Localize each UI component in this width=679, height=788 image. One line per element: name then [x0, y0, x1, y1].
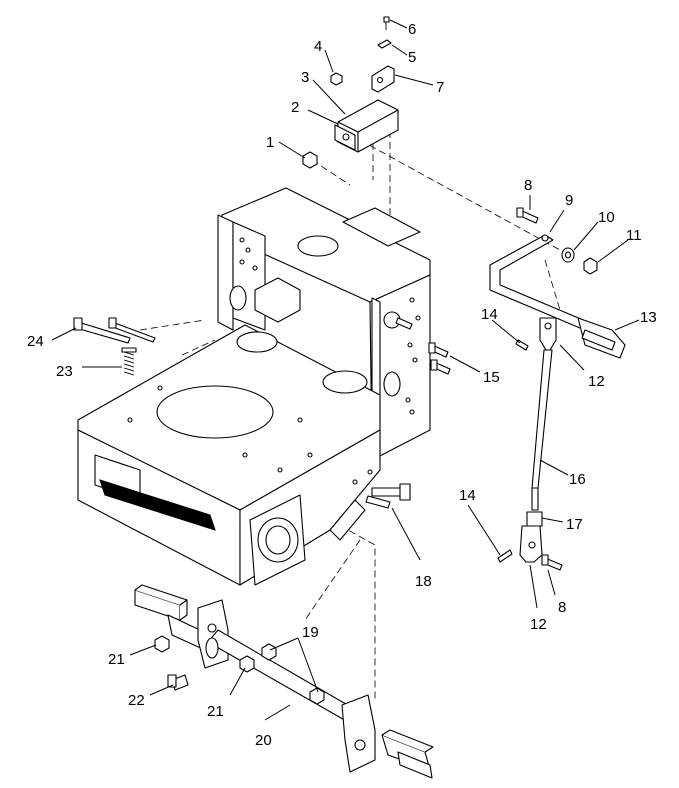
callout-7: 7	[436, 79, 444, 96]
callout-17: 17	[566, 516, 583, 533]
callout-15: 15	[483, 369, 500, 386]
nut-parts	[302, 72, 343, 169]
callout-14a: 14	[481, 306, 498, 323]
leader-lines	[51, 19, 640, 721]
fastener-parts	[73, 317, 451, 509]
linkage-rod-assembly	[497, 317, 563, 571]
callout-21a: 21	[108, 651, 125, 668]
callout-16: 16	[569, 471, 586, 488]
callout-5: 5	[408, 49, 416, 66]
callout-9: 9	[565, 192, 573, 209]
callout-4: 4	[314, 38, 322, 55]
callout-3: 3	[301, 69, 309, 86]
pedal-lever	[489, 207, 626, 359]
callout-18: 18	[415, 573, 432, 590]
frame-holes	[127, 237, 421, 473]
callout-labels: 1 2 3 4 5 6 7 8 9 10 11 13 14 12 15 16 1…	[27, 21, 657, 749]
callout-8b: 8	[558, 599, 566, 616]
callout-6: 6	[408, 21, 416, 38]
callout-2: 2	[291, 99, 299, 116]
callout-23: 23	[56, 363, 73, 380]
callout-1: 1	[266, 134, 274, 151]
callout-13: 13	[640, 309, 657, 326]
callout-14b: 14	[459, 487, 476, 504]
cross-shaft-assembly	[134, 584, 434, 779]
callout-11: 11	[626, 227, 642, 244]
callout-10: 10	[598, 209, 615, 226]
callout-21b: 21	[207, 703, 224, 720]
pedal-bracket-assembly	[334, 16, 399, 153]
callout-20: 20	[255, 732, 272, 749]
callout-24: 24	[27, 333, 44, 350]
callout-8a: 8	[524, 177, 532, 194]
main-frame	[77, 187, 431, 586]
callout-12a: 12	[588, 373, 605, 390]
callout-19: 19	[302, 624, 319, 641]
callout-12b: 12	[530, 616, 547, 633]
callout-22: 22	[128, 692, 145, 709]
